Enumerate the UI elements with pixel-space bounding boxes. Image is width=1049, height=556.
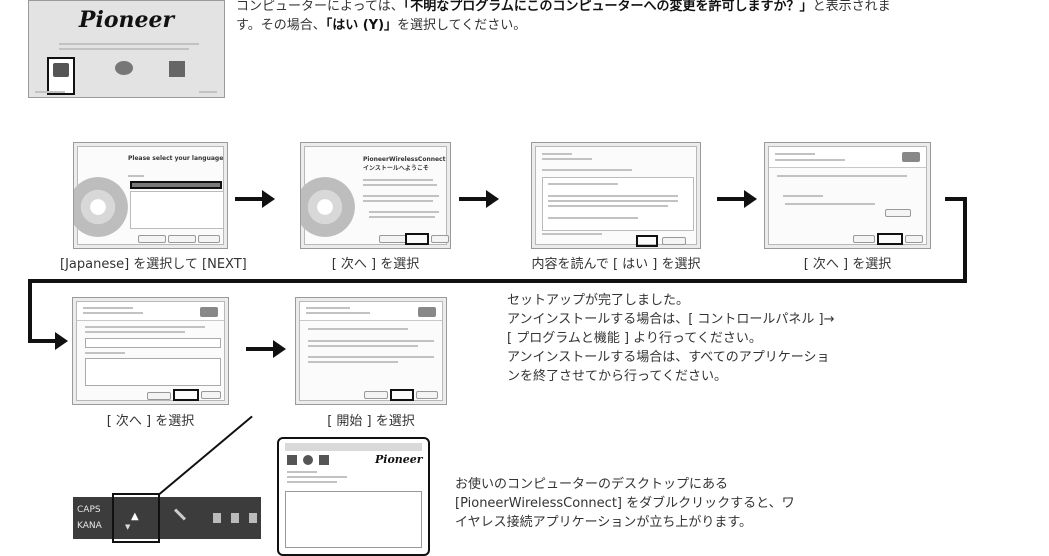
arrow-right-icon [717,190,757,208]
manual-icon [169,61,185,77]
step-6-caption: [ 開始 ] を選択 [327,414,415,429]
setup-complete-text: セットアップが完了しました。 アンインストールする場合は、[ コントロールパネル… [507,293,835,384]
taskbar-caps: CAPS [77,505,101,515]
taskbar-kana: KANA [77,521,102,531]
desktop-instruction-text: お使いのコンピューターのデスクトップにある [PioneerWirelessCo… [455,477,795,530]
app-logo: Pioneer [375,453,423,466]
connector-line [28,279,32,343]
step-2-caption: [ 次へ ] を選択 [331,257,420,272]
app-window-screenshot: Pioneer [277,437,430,556]
step-6-screenshot [295,297,447,405]
step-5-caption: [ 次へ ] を選択 [106,414,195,429]
installer-screenshot: Pioneer [28,0,225,98]
step-5-screenshot [72,297,229,405]
step-4-caption: [ 次へ ] を選択 [803,257,892,272]
tray-highlight [112,493,160,543]
install-icon [53,63,69,77]
tool-icon [287,455,297,465]
step-2-screen-title: PioneerWirelessConnect インストールへようこそ [363,156,446,172]
driver-icon [115,61,133,75]
step-2-screenshot: PioneerWirelessConnect インストールへようこそ [300,142,451,249]
step-1-caption: [Japanese] を選択して [NEXT] [60,257,247,272]
installer-logo: Pioneer [78,7,175,33]
tool-icon [303,455,313,465]
tray-chevron-icon: ▼ [125,523,131,531]
taskbar-screenshot: CAPS KANA ▼ ▲ [73,497,261,539]
tool-icon [319,455,329,465]
connector-line [28,279,967,283]
step-3-caption: 内容を読んで [ はい ] を選択 [531,257,701,272]
arrow-right-icon [235,190,275,208]
arrow-right-icon [28,332,68,350]
tray-icon [231,513,239,523]
wireless-connect-tray-icon [173,508,187,521]
show-hidden-icons-icon: ▲ [131,511,139,522]
intro-text: コンピューターによっては、「不明なプログラムにこのコンピューターへの変更を許可し… [236,0,891,33]
step-3-screenshot [531,142,701,249]
connector-line [963,197,967,283]
arrow-right-icon [459,190,499,208]
step-4-screenshot [764,142,931,249]
connector-line [945,197,967,201]
tray-icon [249,513,257,523]
step-1-screen-title: Please select your language [128,155,224,162]
step-1-screenshot: Please select your language [73,142,228,249]
tray-icon [213,513,221,523]
arrow-right-icon [246,340,286,358]
